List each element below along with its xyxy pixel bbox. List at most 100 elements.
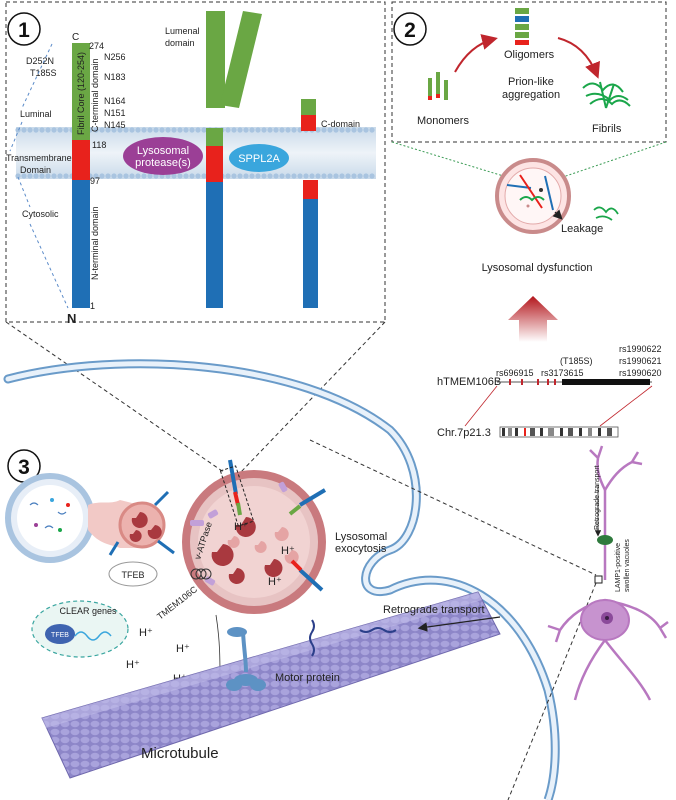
ntf-cytosolic: [206, 182, 223, 308]
microtubule: [41, 591, 501, 779]
glyco-site-n145: N145: [104, 120, 126, 130]
tfeb-nuclear: [45, 624, 75, 644]
lipid-head: [225, 127, 231, 133]
exocytosis-label-line1: Lysosomal: [335, 531, 387, 543]
lipid-head: [339, 127, 345, 133]
region-leader-lines: [9, 43, 69, 309]
lipid-head: [351, 127, 357, 133]
lipid-head: [201, 127, 207, 133]
ntf-luminal-stub: [206, 128, 223, 146]
lipid-head: [327, 173, 333, 179]
lipid-head: [27, 173, 33, 179]
arrow-oligomers-to-fibrils: [557, 37, 600, 79]
icd-transmembrane: [303, 180, 318, 199]
retrograde-linker-2: [359, 627, 397, 633]
lipid-head: [369, 127, 375, 133]
clear-genes-label: CLEAR genes: [59, 606, 117, 616]
oligomer-icons: [515, 8, 529, 45]
lipid-head: [333, 173, 339, 179]
transmembrane-domain-label: Domain: [20, 165, 51, 175]
luminal-region-label: Luminal: [20, 109, 52, 119]
lipid-head: [105, 127, 111, 133]
snp-t185s-note: (T185S): [560, 356, 593, 366]
exocytosis-label-line2: exocytosis: [335, 543, 387, 555]
lipid-head: [33, 127, 39, 133]
panel-1-badge: [7, 12, 41, 46]
snp-rs696915: rs696915: [496, 368, 534, 378]
membrane-lipid-heads-bottom: [15, 173, 375, 179]
panel-3-number: 3: [18, 456, 30, 479]
lipid-head: [63, 173, 69, 179]
transmembrane-label: Transmembrane: [6, 153, 72, 163]
microtubule-label: Microtubule: [141, 745, 219, 762]
lipid-head: [357, 173, 363, 179]
lipid-head: [243, 173, 249, 179]
panel-2-number: 2: [404, 19, 416, 42]
lipid-head: [63, 127, 69, 133]
zoom-line-panel1-left: [5, 321, 226, 474]
lipid-head: [111, 173, 117, 179]
lipid-head: [279, 127, 285, 133]
neuron: Retrograde transport LAMP1-positive swol…: [547, 445, 669, 701]
lipid-head: [117, 127, 123, 133]
lamp1-vacuole: [597, 535, 613, 545]
plasma-membrane-lower-inner: [388, 577, 558, 800]
plasma-membrane-inner: [5, 361, 419, 595]
hplus-lumen-1: H⁺: [234, 521, 248, 533]
retrograde-linker-1: [309, 619, 315, 657]
gene-locus: hTMEM106B rs696915 rs3173615 (T185S) rs1…: [437, 344, 662, 439]
lipid-head: [315, 127, 321, 133]
lipid-head: [279, 173, 285, 179]
oligomers-label: Oligomers: [504, 49, 555, 61]
tfeb-bubble: [108, 561, 158, 587]
causal-arrow-up: [508, 296, 558, 342]
lipid-head: [249, 127, 255, 133]
lipid-head: [21, 173, 27, 179]
neuron-retrograde-label: Retrograde transport: [594, 465, 601, 530]
c-domain-red: [301, 115, 316, 131]
snp-rs1990622: rs1990622: [619, 344, 662, 354]
tfeb-nuclear-label: TFEB: [51, 632, 69, 639]
fibril-icon: [582, 81, 631, 109]
lipid-head: [321, 127, 327, 133]
lipid-head: [159, 127, 165, 133]
hplus-cyto-2: H⁺: [176, 643, 190, 655]
mutation-t185s: T185S: [30, 68, 57, 78]
lipid-head: [153, 127, 159, 133]
tmem106c-coil: [190, 568, 212, 580]
icd-cytosolic: [303, 199, 318, 308]
lipid-head: [369, 173, 375, 179]
lipid-head: [285, 127, 291, 133]
lipid-head: [345, 127, 351, 133]
exocytosing-lysosome: [5, 473, 175, 563]
panel-2-badge: [393, 12, 427, 46]
lipid-head: [291, 127, 297, 133]
panel-3: 3 TFEB: [3, 359, 560, 800]
lipid-head: [237, 127, 243, 133]
lipid-head: [225, 173, 231, 179]
zoom-line-panel1-right: [239, 321, 386, 474]
lipid-head: [135, 127, 141, 133]
lipid-head: [123, 127, 129, 133]
zoom-box: [219, 465, 255, 527]
leaked-fibril-icon: [593, 206, 619, 221]
chromosome-locus-label: Chr.7p21.3: [437, 427, 491, 439]
tfeb-label: TFEB: [121, 570, 144, 580]
lipid-head: [129, 173, 135, 179]
sppl2a-protease: [229, 144, 289, 172]
aggregation-label: aggregation: [502, 89, 560, 101]
lipid-head: [303, 173, 309, 179]
lipid-head: [93, 173, 99, 179]
lipid-head: [261, 173, 267, 179]
damaged-lysosome: [495, 158, 571, 234]
neuron-zoom-box: [594, 575, 603, 584]
c-terminal-domain-label: C-terminal domain: [90, 58, 100, 132]
lipid-head: [51, 173, 57, 179]
lysosomal-protease: [123, 137, 203, 175]
lysosomal-dysfunction-label: Lysosomal dysfunction: [482, 262, 593, 274]
hplus-cyto-1: H⁺: [139, 627, 153, 639]
fibrils-label: Fibrils: [592, 123, 622, 135]
residue-1: 1: [90, 301, 95, 311]
